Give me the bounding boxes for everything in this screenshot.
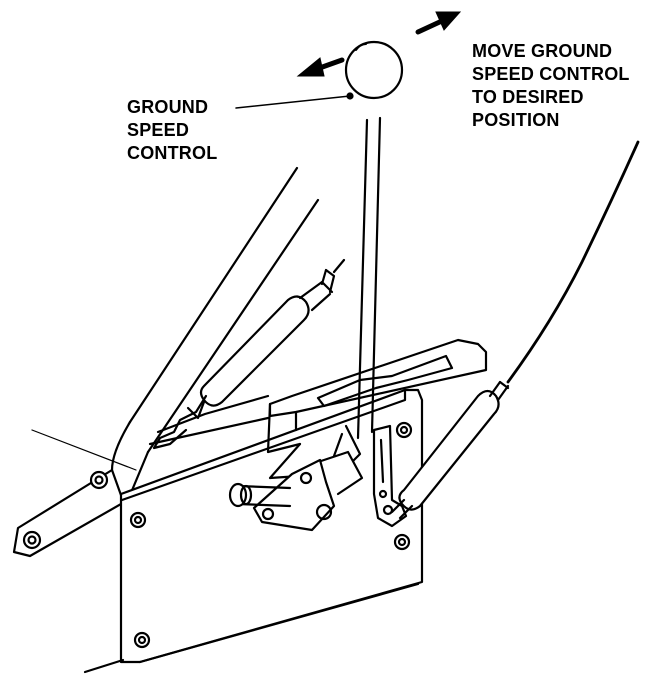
right-slotted-bracket (372, 424, 408, 528)
callout-line: MOVE GROUND (472, 41, 613, 61)
callout-line: TO DESIRED (472, 87, 584, 107)
callout-line: GROUND (127, 97, 209, 117)
control-cable (506, 140, 641, 385)
callout-line: SPEED CONTROL (472, 64, 630, 84)
callout-line: CONTROL (127, 143, 218, 163)
lever-linkage (228, 424, 364, 532)
ground-speed-control-label: GROUND SPEED CONTROL (127, 96, 217, 165)
hex-bolt-icon (133, 631, 151, 649)
frame-bar (12, 166, 320, 558)
hex-bolt-icon (129, 511, 147, 529)
leader-line (235, 95, 351, 109)
callout-line: SPEED (127, 120, 190, 140)
instruction-label: MOVE GROUND SPEED CONTROL TO DESIRED POS… (472, 40, 630, 132)
guide-line (31, 429, 137, 471)
hex-bolt-icon (22, 530, 42, 550)
hex-bolt-icon (89, 470, 109, 490)
double-direction-arrows-icon (296, 11, 462, 77)
control-lever-shaft (356, 116, 382, 440)
left-spring (152, 258, 346, 450)
lever-knob (344, 40, 404, 100)
right-spring (390, 380, 510, 520)
hex-bolt-icon (395, 421, 413, 439)
callout-line: POSITION (472, 110, 560, 130)
fasteners (22, 421, 413, 649)
hex-bolt-icon (393, 533, 411, 551)
shift-bracket (148, 338, 488, 480)
